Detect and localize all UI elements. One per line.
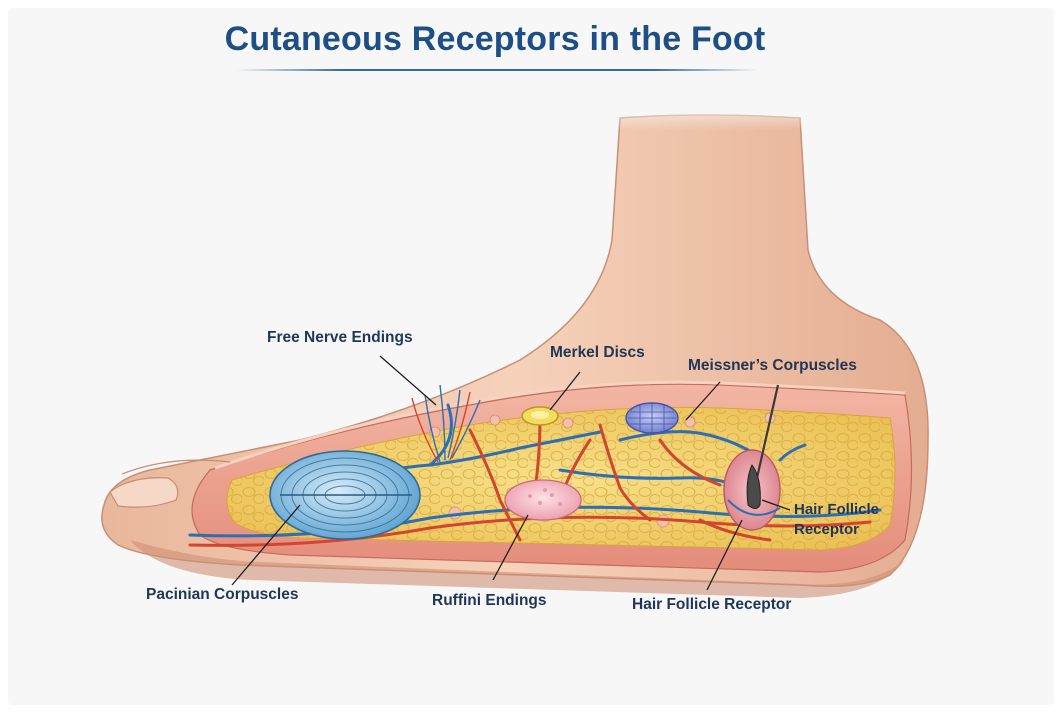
pacinian-corpuscle [270,451,420,539]
leg-fade [600,100,820,220]
label-hair-follicle-receptor-inline: Hair Follicle Receptor [794,500,879,540]
label-hair-follicle-receptor-bottom: Hair Follicle Receptor [632,596,791,614]
label-hair-follicle-line2: Receptor [794,520,879,540]
label-meissners-corpuscles: Meissner’s Corpuscles [688,357,857,375]
merkel-disc [522,407,558,425]
label-ruffini-endings: Ruffini Endings [432,592,547,610]
label-free-nerve-endings: Free Nerve Endings [267,329,413,347]
meissner-corpuscle [626,403,678,433]
label-merkel-discs: Merkel Discs [550,344,645,362]
label-pacinian-corpuscles: Pacinian Corpuscles [146,586,298,604]
label-hair-follicle-line1: Hair Follicle [794,500,879,520]
ruffini-ending [505,480,581,520]
